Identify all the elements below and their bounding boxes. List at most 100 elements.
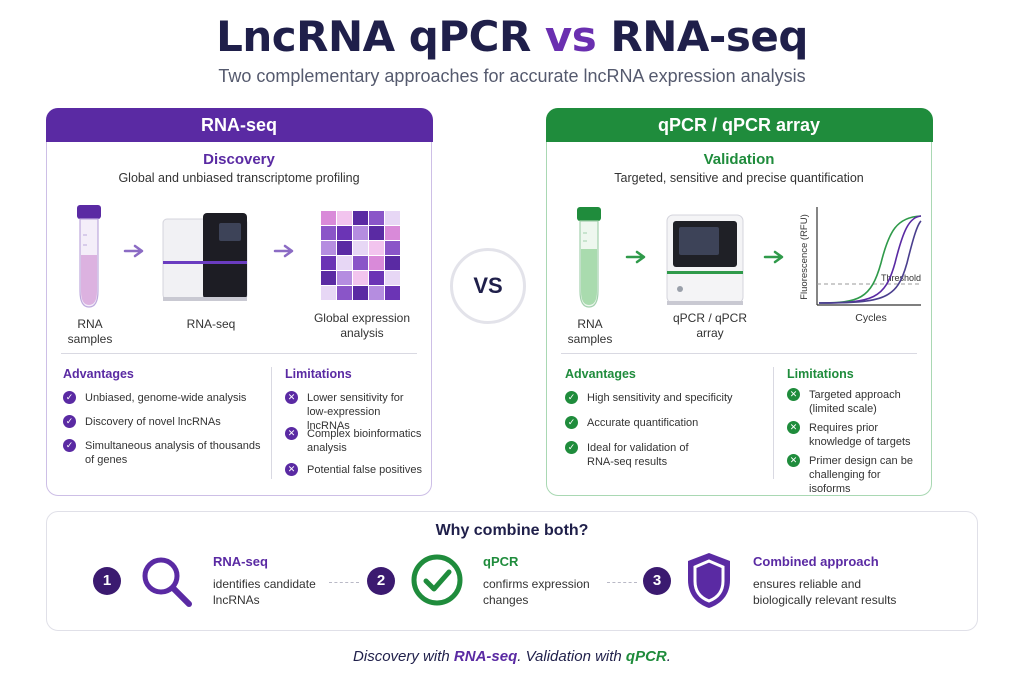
panel-divider (61, 353, 417, 354)
step-description: ensures reliable and biologically releva… (753, 577, 897, 607)
amplification-curve-chart: Fluorescence (RFU) Threshold Cycles (799, 207, 922, 324)
rnaseq-step-label: Global expression analysis (313, 311, 411, 340)
heatmap-cell (321, 241, 336, 255)
qpcr-advantage-item: ✓High sensitivity and specificity (565, 391, 765, 405)
footer-rnaseq: RNA-seq (453, 648, 518, 665)
heatmap-cell (353, 286, 368, 300)
qpcr-advantage-item: ✓Ideal for validation of RNA-seq results (565, 441, 705, 469)
heatmap-cell (321, 286, 336, 300)
qpcr-limitation-item: ✕Requires prior knowledge of targets (787, 421, 921, 449)
check-icon: ✓ (63, 391, 76, 404)
heatmap-cell (337, 241, 352, 255)
amplification-curve-navy (818, 220, 922, 304)
heatmap-cell (337, 226, 352, 240)
column-divider (271, 367, 272, 479)
why-combine-title: Why combine both? (435, 522, 589, 539)
rna-tube-green-icon (577, 207, 601, 308)
title-part-rnaseq: RNA-seq (596, 12, 808, 61)
heatmap-cell (337, 271, 352, 285)
heatmap-cell (321, 226, 336, 240)
cross-icon: ✕ (787, 421, 800, 434)
cross-icon: ✕ (787, 388, 800, 401)
rnaseq-advantages-title: Advantages (63, 367, 134, 381)
rnaseq-panel-header: RNA-seq (45, 107, 433, 142)
heatmap-cell (385, 286, 400, 300)
heatmap-cell (337, 286, 352, 300)
qpcr-step-label: RNA samples (567, 317, 613, 346)
check-icon: ✓ (565, 441, 578, 454)
heatmap-cell (369, 271, 384, 285)
step-name: Combined approach (753, 554, 879, 569)
rnaseq-advantage-item: ✓Simultaneous analysis of thousands of g… (63, 439, 263, 467)
rnaseq-limitation-item: ✕Lower sensitivity for low-expression ln… (285, 391, 425, 433)
heatmap-cell (385, 211, 400, 225)
heatmap-cell (337, 211, 352, 225)
shield-icon (688, 553, 730, 608)
qpcr-panel-header: qPCR / qPCR array (545, 107, 933, 142)
column-divider (773, 367, 774, 479)
heatmap-cell (385, 256, 400, 270)
rnaseq-panel-title: Discovery (203, 151, 275, 168)
heatmap-cell (385, 226, 400, 240)
step-number-badge: 3 (643, 567, 671, 595)
cross-icon: ✕ (285, 463, 298, 476)
qpcr-machine-icon (666, 214, 744, 305)
heatmap-cell (369, 256, 384, 270)
check-icon: ✓ (63, 415, 76, 428)
cross-icon: ✕ (285, 391, 298, 404)
amplification-curve-purple (818, 215, 922, 304)
step-name: RNA-seq (213, 554, 268, 569)
qpcr-limitation-item: ✕Targeted approach (limited scale) (787, 388, 921, 416)
title-part-lncrna-qpcr: LncRNA qPCR (216, 12, 545, 61)
step-description: confirms expression changes (483, 577, 590, 607)
qpcr-advantage-item: ✓Accurate quantification (565, 416, 765, 430)
arrow-right-icon (763, 250, 784, 264)
qpcr-limitations-title: Limitations (787, 367, 854, 381)
step-description: identifies candidate lncRNAs (213, 577, 316, 607)
heatmap-cell (353, 226, 368, 240)
connector-dash (607, 582, 637, 583)
qpcr-advantages-title: Advantages (565, 367, 636, 381)
heatmap-cell (321, 256, 336, 270)
heatmap-cell (369, 211, 384, 225)
rnaseq-step-label: RNA samples (67, 317, 113, 346)
page-title: LncRNA qPCR vs RNA-seq (0, 12, 1024, 61)
arrow-right-icon (625, 250, 646, 264)
footer-tagline: Discovery with RNA-seq. Validation with … (353, 648, 671, 665)
cross-icon: ✕ (285, 427, 298, 440)
page-subtitle: Two complementary approaches for accurat… (218, 66, 806, 86)
heatmap-cell (353, 256, 368, 270)
heatmap-cell (353, 211, 368, 225)
arrow-right-icon (123, 244, 144, 258)
chart-y-axis-label: Fluorescence (RFU) (799, 214, 810, 300)
rnaseq-limitation-item: ✕Complex bioinformatics analysis (285, 427, 425, 455)
heatmap-cell (321, 271, 336, 285)
heatmap-cell (353, 241, 368, 255)
panel-divider (561, 353, 917, 354)
heatmap-cell (337, 256, 352, 270)
chart-x-axis-label: Cycles (855, 312, 887, 324)
step-number-badge: 1 (93, 567, 121, 595)
rnaseq-advantage-item: ✓Unbiased, genome-wide analysis (63, 391, 263, 405)
rnaseq-panel: RNA-seq Discovery Global and unbiased tr… (45, 107, 433, 496)
rnaseq-limitations-title: Limitations (285, 367, 352, 381)
qpcr-panel: qPCR / qPCR array Validation Targeted, s… (545, 107, 933, 496)
rnaseq-step-label: RNA-seq (186, 317, 236, 331)
title-vs: vs (544, 12, 597, 61)
heatmap-cell (385, 271, 400, 285)
sequencer-machine-icon (162, 213, 248, 301)
heatmap-cell (321, 211, 336, 225)
heatmap-cell (369, 226, 384, 240)
check-icon: ✓ (565, 391, 578, 404)
check-icon: ✓ (565, 416, 578, 429)
qpcr-panel-title: Validation (703, 151, 775, 168)
heatmap-cell (353, 271, 368, 285)
rnaseq-limitation-item: ✕Potential false positives (285, 463, 425, 477)
qpcr-limitation-item: ✕Primer design can be challenging for is… (787, 454, 921, 496)
vs-badge: VS (450, 248, 526, 324)
why-combine-section: Why combine both? 1 RNA-seq identifies c… (46, 511, 978, 631)
rnaseq-advantage-item: ✓Discovery of novel lncRNAs (63, 415, 263, 429)
arrow-right-icon (273, 244, 294, 258)
checkmark-circle-icon (411, 554, 463, 606)
step-name: qPCR (483, 554, 519, 569)
